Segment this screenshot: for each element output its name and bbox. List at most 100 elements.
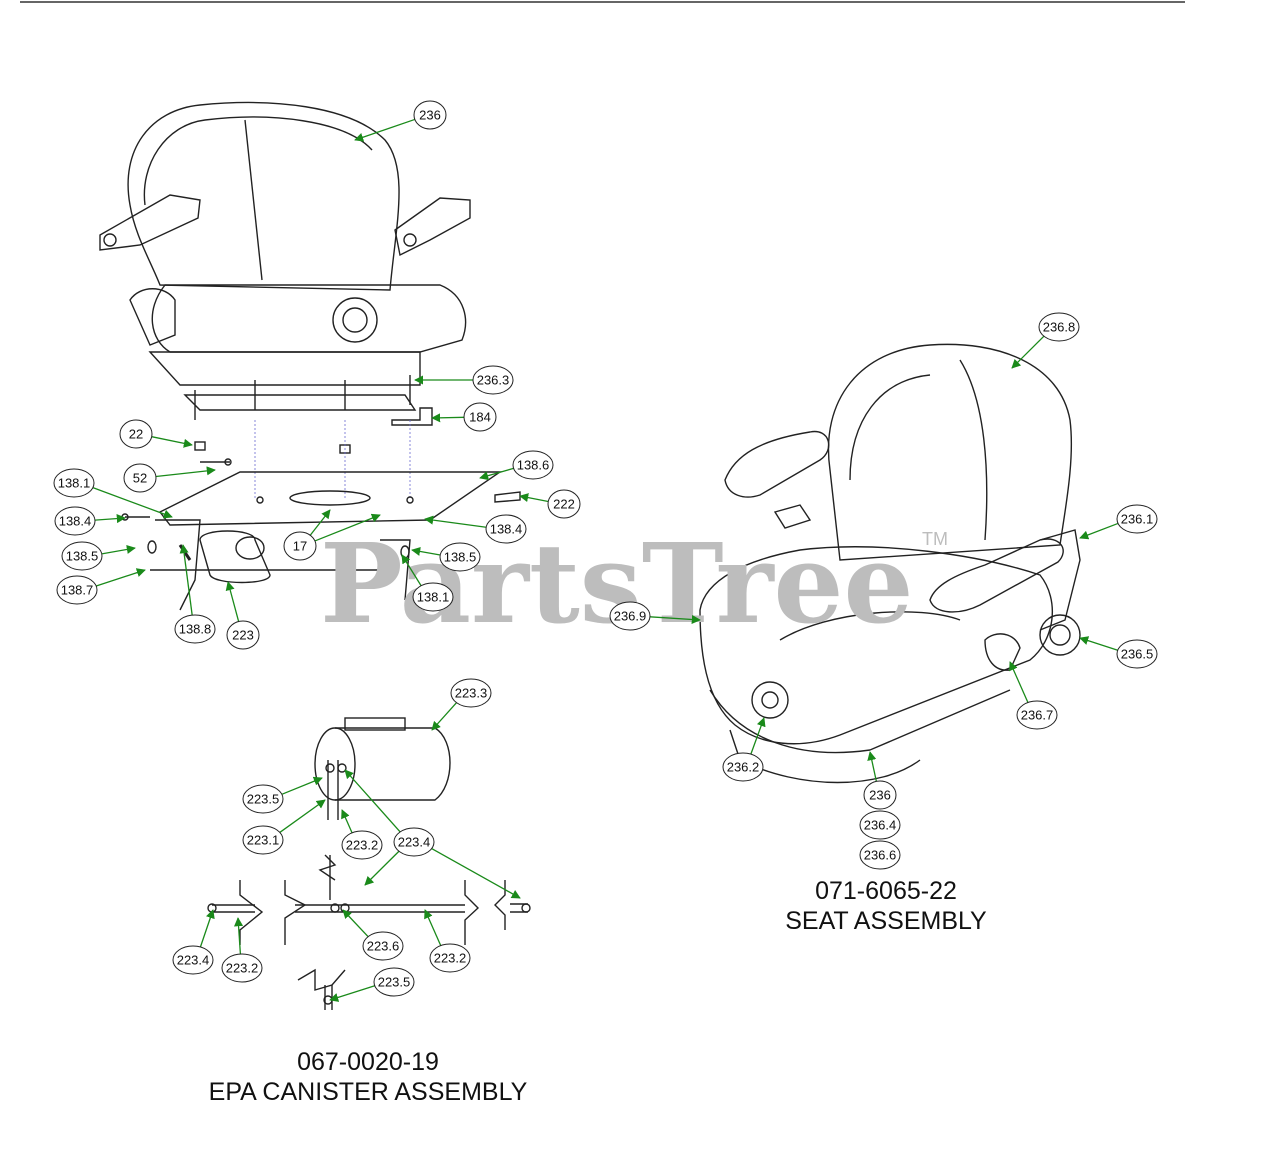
callout-label: 138.4: [490, 522, 523, 537]
callout-bubble: [242, 784, 284, 814]
leader-line: [329, 985, 375, 1002]
callout-bubble: [463, 402, 497, 432]
leader-line: [341, 809, 353, 834]
callout-22[interactable]: 22: [119, 419, 193, 449]
callout-bubble: [1038, 312, 1080, 342]
callout-bubble: [485, 514, 527, 544]
callout-236-5[interactable]: 236.5: [1079, 636, 1158, 669]
leader-line: [155, 466, 216, 478]
callout-bubble: [439, 542, 481, 572]
callout-layer: 236 236.3 184 22 52 138.6 138.1 222 138.4 138.4 17…: [53, 100, 1158, 1002]
callout-223-5[interactable]: 223.5: [242, 776, 323, 814]
callout-label: 223.4: [398, 835, 431, 850]
callout-138-6[interactable]: 138.6: [479, 450, 554, 481]
callout-label: 52: [133, 471, 147, 486]
callout-223-6[interactable]: 223.6: [342, 909, 404, 961]
callout-223-5[interactable]: 223.5: [329, 967, 415, 1002]
callout-bubble: [56, 575, 98, 605]
leader-line: [750, 717, 766, 755]
callout-236[interactable]: 236: [863, 751, 897, 810]
leader-line: [225, 581, 240, 622]
leader-line: [95, 568, 146, 587]
leader-line: [431, 847, 521, 899]
callout-236-6[interactable]: 236.6: [859, 840, 901, 870]
callout-236-4[interactable]: 236.4: [859, 810, 901, 840]
epa-canister-caption: 067-0020-19 EPA CANISTER ASSEMBLY: [168, 1047, 568, 1107]
callout-236-8[interactable]: 236.8: [1011, 312, 1080, 369]
leader-line: [1079, 522, 1119, 540]
callout-138-5[interactable]: 138.5: [61, 541, 136, 571]
callout-236-7[interactable]: 236.7: [1009, 661, 1058, 730]
callout-bubble: [119, 419, 153, 449]
callout-label: 236.5: [1121, 647, 1154, 662]
leader-line: [279, 799, 326, 833]
callout-label: 138.8: [179, 622, 212, 637]
callout-223-4[interactable]: 223.4: [172, 909, 215, 975]
leader-line: [431, 413, 465, 423]
callout-label: 138.5: [444, 550, 477, 565]
leader-line: [354, 118, 416, 142]
callout-138-1[interactable]: 138.1: [401, 554, 454, 612]
callout-label: 223.1: [247, 833, 280, 848]
callout-label: 138.1: [417, 590, 450, 605]
callout-236-9[interactable]: 236.9: [609, 601, 701, 631]
leader-line: [1079, 636, 1118, 651]
leader-line: [342, 909, 369, 938]
leader-line: [234, 917, 244, 955]
callout-184[interactable]: 184: [431, 402, 497, 432]
callout-label: 138.1: [58, 476, 91, 491]
watermark-trademark: TM: [922, 529, 948, 549]
callout-223[interactable]: 223: [225, 581, 260, 650]
callout-label: 223.5: [378, 975, 411, 990]
callout-223-4[interactable]: 223.4: [344, 769, 521, 899]
callout-bubble: [373, 967, 415, 997]
callout-236-1[interactable]: 236.1: [1079, 504, 1158, 540]
callout-label: 138.4: [59, 514, 92, 529]
leader-line: [344, 769, 401, 833]
callout-label: 236.2: [727, 760, 760, 775]
callout-223-2[interactable]: 223.2: [221, 917, 263, 983]
callout-236-2[interactable]: 236.2: [722, 717, 766, 782]
leader-line: [649, 614, 701, 625]
callout-label: 236.9: [614, 609, 647, 624]
callout-138-8[interactable]: 138.8: [174, 544, 216, 644]
callout-bubble: [172, 945, 214, 975]
callout-223-1[interactable]: 223.1: [242, 799, 326, 855]
callout-label: 236: [869, 788, 891, 803]
callout-236-3[interactable]: 236.3: [414, 365, 514, 395]
callout-138-7[interactable]: 138.7: [56, 568, 146, 605]
callout-label: 236: [419, 108, 441, 123]
leader-line: [424, 515, 487, 528]
callout-bubble: [1016, 700, 1058, 730]
leader-line: [94, 514, 126, 524]
callout-223-2[interactable]: 223.2: [341, 809, 383, 860]
leader-line: [92, 486, 173, 519]
callout-17[interactable]: 17: [283, 509, 381, 561]
callout-bubble: [859, 840, 901, 870]
callout-label: 223.3: [455, 686, 488, 701]
callout-bubble: [412, 582, 454, 612]
epa-canister-drawing: [207, 717, 531, 1010]
callout-223-3[interactable]: 223.3: [431, 678, 492, 731]
callout-138-5[interactable]: 138.5: [411, 542, 481, 572]
leader-line: [151, 436, 193, 448]
callout-138-1[interactable]: 138.1: [53, 468, 173, 519]
leader-line: [1011, 335, 1045, 369]
leader-line: [179, 544, 193, 616]
callout-label: 236.6: [864, 848, 897, 863]
callout-236[interactable]: 236: [354, 100, 447, 142]
callout-bubble: [221, 953, 263, 983]
callout-222[interactable]: 222: [519, 489, 581, 519]
callout-138-4[interactable]: 138.4: [54, 506, 126, 536]
callout-bubble: [362, 931, 404, 961]
callout-223-2[interactable]: 223.2: [424, 909, 471, 973]
leader-line: [314, 513, 381, 542]
callout-bubble: [283, 531, 317, 561]
callout-52[interactable]: 52: [123, 463, 216, 493]
epa-canister-part-number: 067-0020-19: [297, 1048, 439, 1076]
callout-138-4[interactable]: 138.4: [424, 514, 527, 544]
leader-line: [411, 546, 441, 556]
callout-bubble: [53, 468, 95, 498]
callout-label: 184: [469, 410, 491, 425]
